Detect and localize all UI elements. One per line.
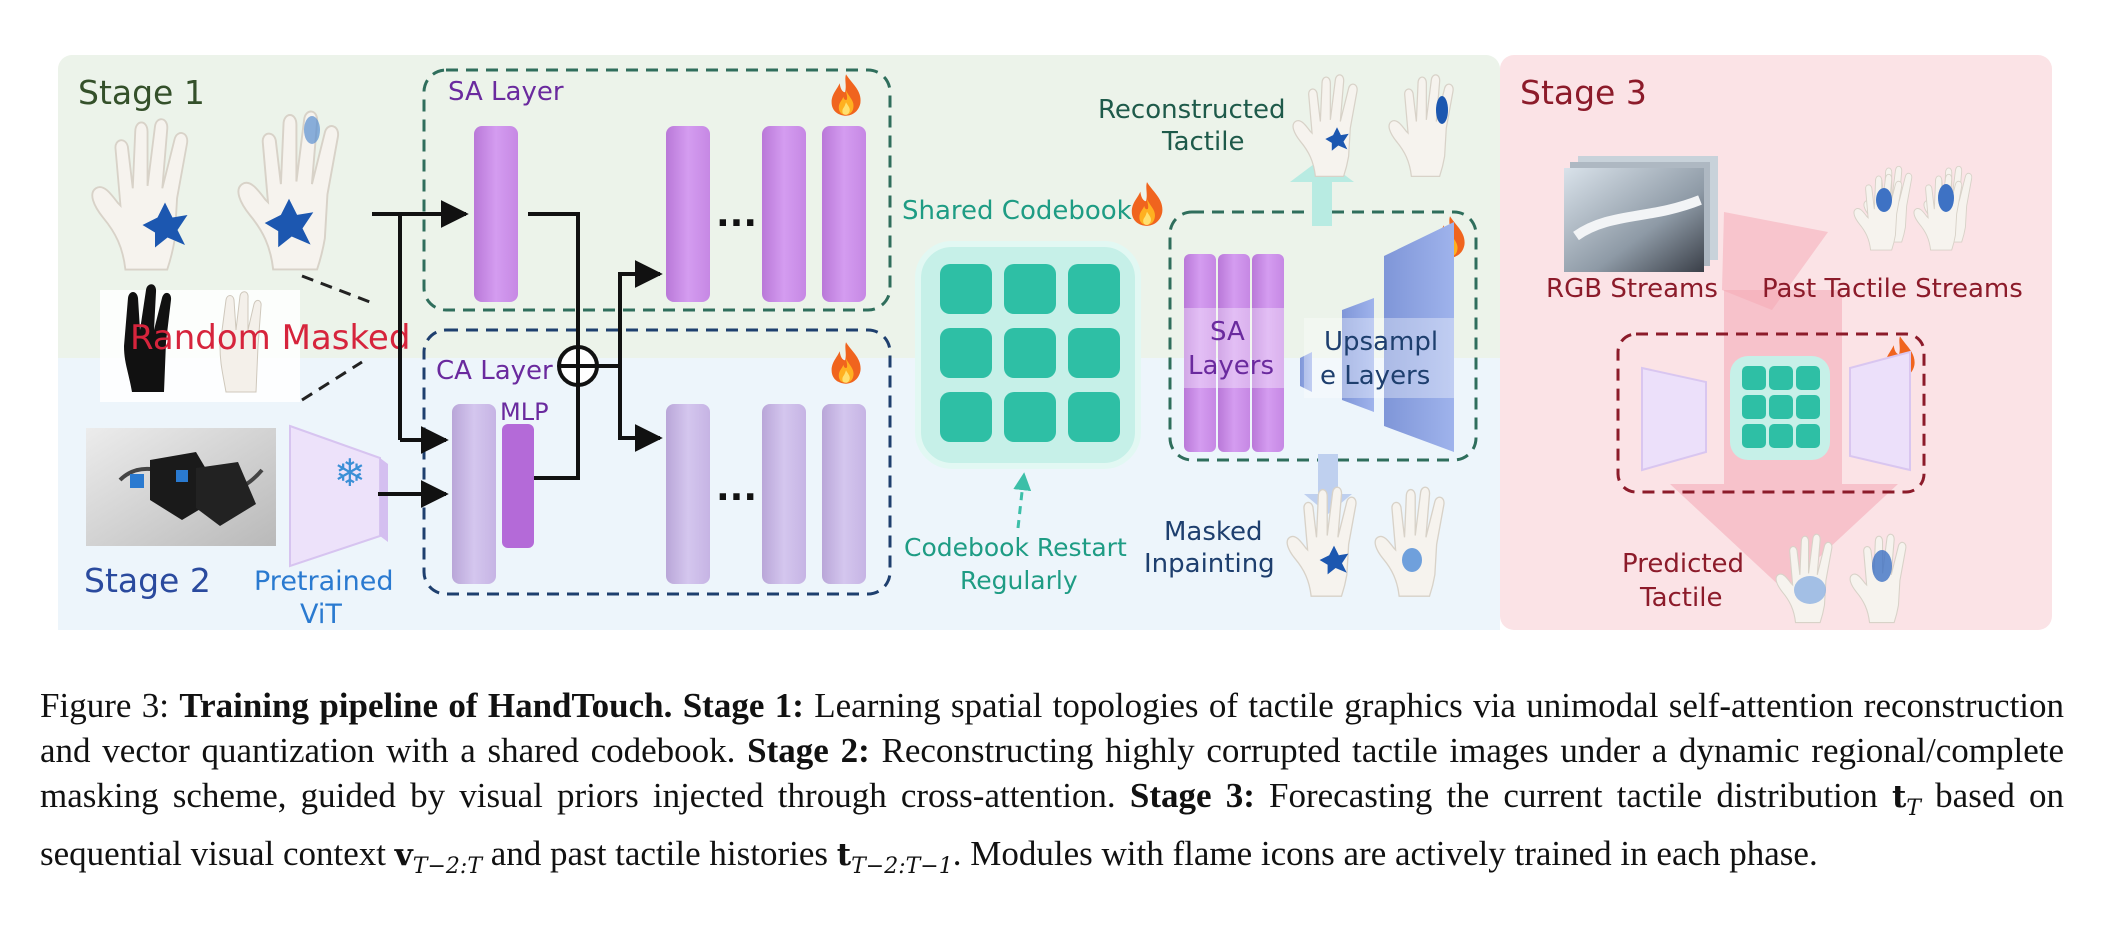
random-masked-label: Random Masked <box>130 318 410 358</box>
pretrained-vit-label-1: Pretrained <box>254 566 394 597</box>
sa-layers-label-2: Layers <box>1188 351 1274 381</box>
reconstructed-label-2: Tactile <box>1161 127 1244 157</box>
upsample-label-2: e Layers <box>1320 361 1430 391</box>
past-tactile-label: Past Tactile Streams <box>1762 274 2023 304</box>
masked-label-1: Masked <box>1164 517 1263 547</box>
caption-stage3-text-d: . Modules with flame icons are actively … <box>952 834 1818 873</box>
caption-stage2-text: Reconstructing highly corrupted tactile … <box>40 731 2064 815</box>
predicted-hands <box>1775 533 1907 624</box>
mlp-label: MLP <box>500 398 549 426</box>
stage1-label: Stage 1 <box>78 73 205 112</box>
math-t2: t <box>836 837 852 873</box>
sa-ellipsis: ... <box>716 194 757 235</box>
shared-codebook: Shared Codebook Codebook Restart Regular… <box>902 182 1163 595</box>
figure-caption: Figure 3: Training pipeline of HandTouch… <box>40 683 2064 889</box>
stage3-content: RGB Streams Past Tactile Streams Predict… <box>1546 156 2023 624</box>
predictor-block <box>1616 332 1926 494</box>
predicted-label-1: Predicted <box>1622 549 1744 579</box>
rgb-streams-label: RGB Streams <box>1546 274 1718 304</box>
math-t2-sub: T−2:T−1 <box>851 854 953 879</box>
pretrained-vit-label-2: ViT <box>300 599 342 630</box>
masked-hands: Random Masked <box>100 274 410 402</box>
codebook-restart-label-2: Regularly <box>960 566 1078 595</box>
codebook-restart-label-1: Codebook Restart <box>904 533 1127 562</box>
pretrained-vit: ❄ Pretrained ViT <box>254 424 394 630</box>
plus-circle-icon <box>557 345 599 387</box>
sa-layer-bars <box>474 126 866 302</box>
ca-layer-block: CA Layer MLP ... <box>422 328 892 596</box>
stage2-label: Stage 2 <box>84 561 211 600</box>
caption-stage3-label: Stage 3: <box>1129 776 1255 815</box>
math-t: t <box>1891 779 1907 815</box>
reconstructed-label-1: Reconstructed <box>1098 95 1285 125</box>
masked-inpainting-input: Masked Inpainting <box>1144 454 1445 597</box>
math-t-sub: T <box>1906 796 1921 821</box>
decoder-block: SA Layers Upsampl e Layers <box>1168 210 1478 462</box>
codebook-cells <box>940 264 1120 442</box>
ca-layer-label: CA Layer <box>436 356 553 386</box>
caption-title: Training pipeline of HandTouch. <box>179 686 673 725</box>
upsample-label-1: Upsampl <box>1324 327 1438 357</box>
figure-number: Figure 3: <box>40 686 169 725</box>
tactile-input-hands <box>91 110 340 271</box>
reconstructed-output: Reconstructed Tactile <box>1098 74 1454 226</box>
predicted-label-2: Tactile <box>1639 583 1722 613</box>
math-v: v <box>394 837 413 873</box>
math-v-sub: T−2:T <box>412 854 482 879</box>
upsample-layers <box>1300 222 1454 452</box>
ca-layer-bars <box>666 404 866 584</box>
caption-stage3-text-a: Forecasting the current tactile distribu… <box>1269 776 1878 815</box>
caption-stage1-label: Stage 1: <box>682 686 804 725</box>
caption-stage3-text-c: and past tactile histories <box>490 834 829 873</box>
ca-ellipsis: ... <box>716 468 757 509</box>
caption-stage1-text: Learning spatial topologies of tactile g… <box>40 686 2065 770</box>
training-pipeline-figure: Stage 1 Stage 2 Stage 3 Random Masked ❄ … <box>58 55 2052 630</box>
sa-layers-label-1: SA <box>1210 317 1245 347</box>
sa-layer-block: SA Layer ... <box>422 68 892 312</box>
masked-label-2: Inpainting <box>1144 549 1275 579</box>
past-tactile-hands <box>1853 165 1973 251</box>
caption-stage2-label: Stage 2: <box>747 731 870 770</box>
rgb-streams-image <box>1564 156 1718 272</box>
shared-codebook-label: Shared Codebook <box>902 196 1132 226</box>
rgb-input-photo <box>86 428 276 546</box>
decoder-sa-layers <box>1184 254 1284 452</box>
sa-layer-label: SA Layer <box>448 77 564 107</box>
encoder-arrows <box>372 200 663 508</box>
snowflake-icon: ❄ <box>334 451 366 495</box>
caption-stage3-text-b: based on sequential visual context <box>40 776 2065 873</box>
stage3-label: Stage 3 <box>1520 73 1647 112</box>
